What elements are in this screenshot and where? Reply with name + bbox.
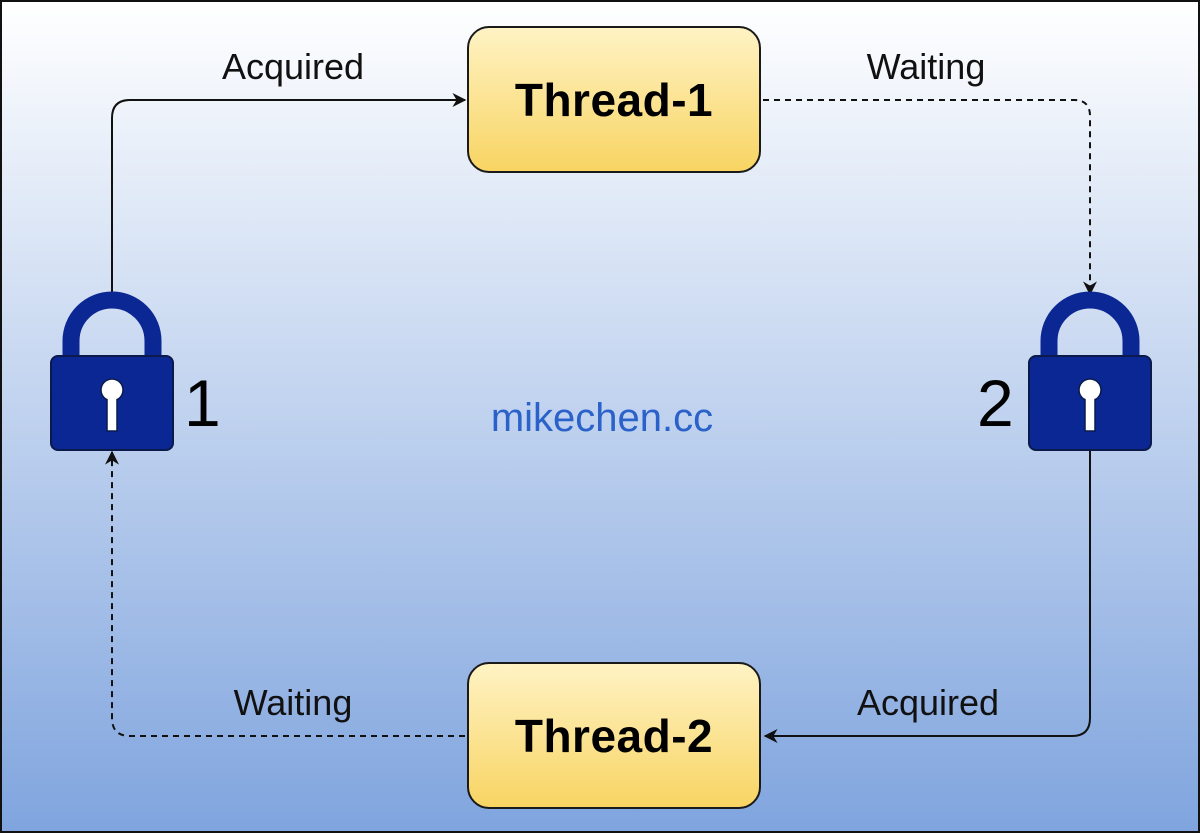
edge-label-thread1-to-lock2: Waiting [866,46,986,87]
lock-2-padlock-icon [1028,291,1152,451]
edge-label-lock2-to-thread2: Acquired [856,682,1000,723]
edge-label-thread2-to-lock1: Waiting [233,682,353,723]
thread-1-label: Thread-1 [514,73,714,126]
edge-label-lock1-to-thread1: Acquired [221,46,365,87]
lock-2-number: 2 [977,366,1014,440]
edge-lock1-to-thread1 [111,93,467,298]
watermark-text: mikechen.cc [490,396,714,440]
thread-2-label: Thread-2 [514,709,714,762]
thread-2-node: Thread-2 [467,662,761,809]
edge-lock2-to-thread2 [763,451,1091,743]
edge-thread1-to-lock2 [763,99,1097,296]
lock-1-shackle [62,291,162,359]
lock-1-number: 1 [184,366,221,440]
edge-thread2-to-lock1 [105,450,465,737]
thread-1-node: Thread-1 [467,26,761,173]
lock-1-padlock-icon [50,291,174,451]
lock-2-shackle [1040,291,1140,359]
